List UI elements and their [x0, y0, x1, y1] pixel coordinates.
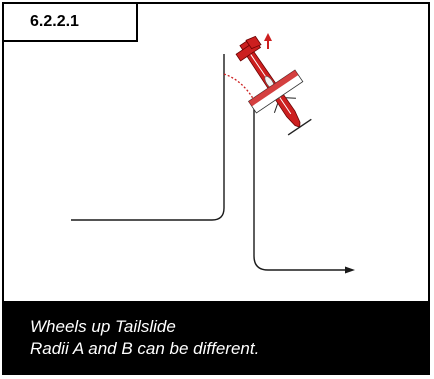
caption-line-note: Radii A and B can be different. — [30, 339, 260, 358]
arrowhead-icon — [345, 266, 355, 274]
caption: Wheels up Tailslide Radii A and B can be… — [4, 301, 428, 373]
manoeuvre-diagram — [71, 33, 355, 274]
tailslide-arc — [223, 73, 255, 101]
caption-line-title: Wheels up Tailslide — [30, 317, 176, 336]
direction-mark-icon — [264, 33, 272, 41]
figure-frame: 6.2.2.1 — [2, 2, 430, 375]
flight-path-entry — [71, 54, 225, 221]
flight-path-exit — [253, 100, 347, 271]
aircraft-icon — [235, 35, 312, 136]
figure-code: 6.2.2.1 — [4, 4, 138, 42]
